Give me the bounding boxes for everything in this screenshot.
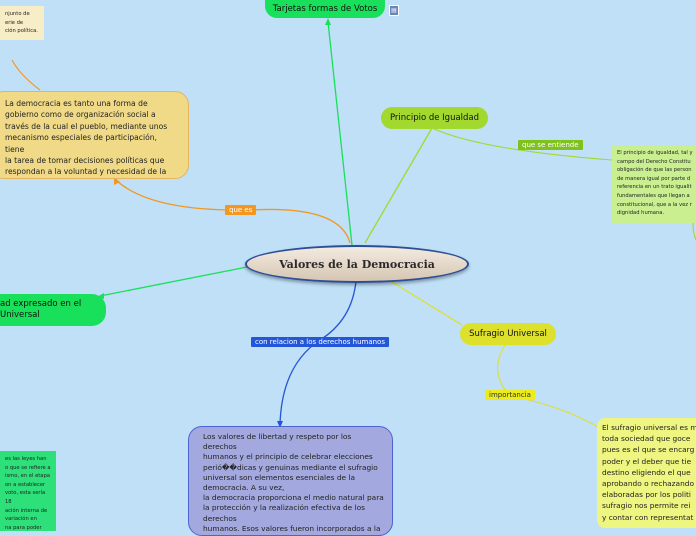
link-sufragio-def	[497, 344, 601, 429]
label-que-es: que es	[225, 205, 257, 215]
node-voluntad[interactable]: ad expresado en el Universal	[0, 294, 106, 326]
node-sufragio[interactable]: Sufragio Universal	[460, 323, 556, 345]
node-definicion[interactable]: La democracia es tanto una forma de gobi…	[0, 91, 189, 179]
node-tarjetas[interactable]: Tarjetas formas de Votos	[265, 0, 385, 18]
arrow-tarjetas	[325, 18, 331, 25]
link-top-left	[11, 59, 41, 91]
label-importancia: importancia	[485, 390, 535, 400]
label-ddhh: con relacion a los derechos humanos	[251, 337, 389, 347]
link-sufragio	[391, 281, 463, 326]
node-igualdad-def[interactable]: El principio de igualdad, tal y campo de…	[612, 145, 696, 223]
central-title: Valores de la Democracia	[279, 257, 435, 271]
link-tarjetas	[327, 21, 353, 246]
label-que-se-entiende: que se entiende	[518, 140, 583, 150]
link-igualdad	[364, 127, 433, 244]
link-voluntad	[99, 266, 248, 297]
central-topic[interactable]: Valores de la Democracia	[245, 245, 469, 283]
note-bottom-left: es las leyes han o que se refiere a ismo…	[0, 451, 56, 531]
node-ddhh-def[interactable]: Los valores de libertad y respeto por lo…	[188, 426, 393, 536]
note-top-left: njunto de erie de ción política.	[0, 6, 44, 40]
arrow-ddhh	[277, 421, 283, 428]
link-igualdad-def	[431, 127, 613, 161]
arrow-definicion	[114, 177, 120, 185]
node-igualdad[interactable]: Principio de Igualdad	[381, 107, 488, 129]
node-sufragio-def[interactable]: El sufragio universal es m toda sociedad…	[597, 418, 696, 528]
document-icon[interactable]: ▤	[389, 5, 399, 16]
link-ddhh	[279, 280, 357, 425]
